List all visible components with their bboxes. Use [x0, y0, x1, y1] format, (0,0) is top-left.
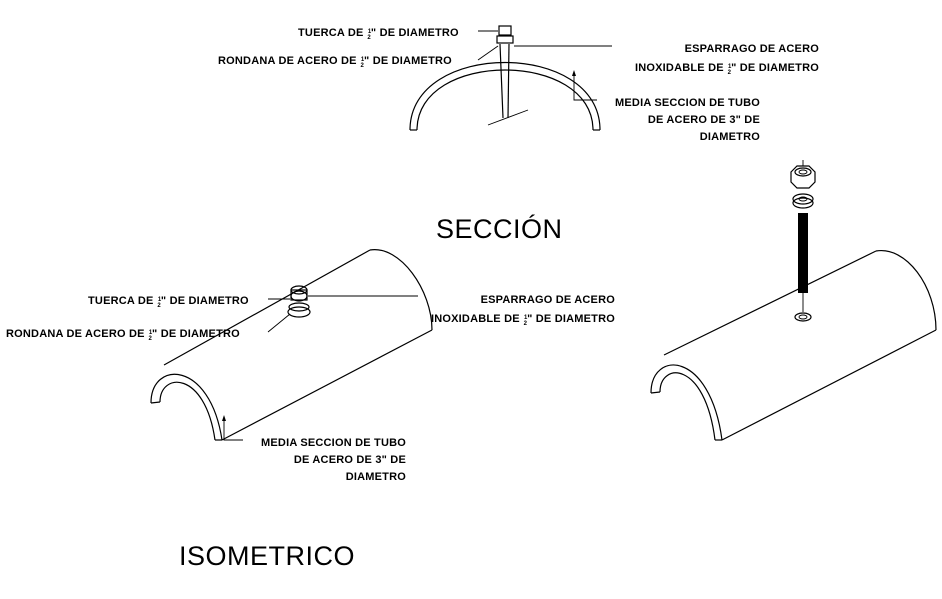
section-tube-inner-arc	[416, 69, 594, 131]
iso-tube-label-line1: MEDIA SECCION DE TUBO	[261, 437, 406, 449]
isometric-view-exploded	[650, 160, 937, 441]
section-washer	[496, 35, 514, 44]
iso-washer	[287, 306, 311, 318]
section-tube-label-line3: DIAMETRO	[700, 131, 761, 143]
section-tube-outer-arc	[409, 61, 601, 131]
exploded-nut	[790, 165, 816, 189]
iso-tube-front-inner	[159, 381, 216, 441]
iso-tube-label-line2: DE ACERO DE 3" DE	[294, 454, 406, 466]
section-stud-label-line1: ESPARRAGO DE ACERO	[685, 43, 820, 55]
exploded-stud	[798, 213, 808, 293]
exploded-hole	[794, 312, 812, 322]
exploded-washer	[792, 197, 814, 209]
section-tube-label-line2: DE ACERO DE 3" DE	[648, 114, 760, 126]
section-nut	[498, 25, 512, 36]
section-stud	[499, 43, 504, 119]
section-title: SECCIÓN	[436, 213, 563, 244]
section-tube-label-line1: MEDIA SECCION DE TUBO	[615, 97, 760, 109]
isometric-title: ISOMETRICO	[179, 541, 355, 571]
iso-stud-label-line1: ESPARRAGO DE ACERO	[481, 294, 616, 306]
iso-tube-front-outer	[150, 373, 223, 441]
iso-tube-label-line3: DIAMETRO	[346, 471, 407, 483]
